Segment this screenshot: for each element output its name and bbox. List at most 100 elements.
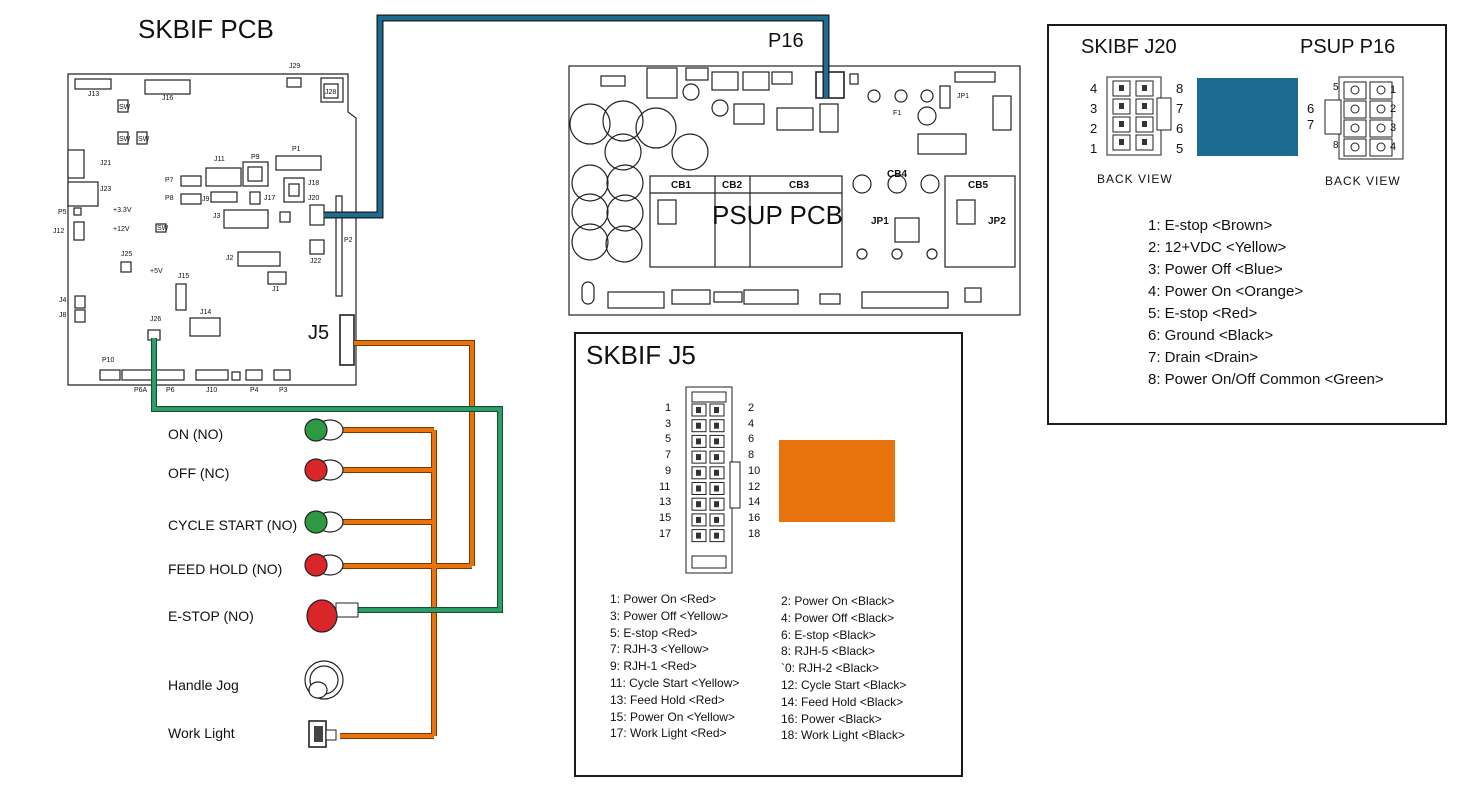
skbif-pin-label: J22 [310,258,322,265]
j5-box [574,332,963,777]
j20-back-view-right: BACK VIEW [1325,174,1401,188]
skbif-pin-label: P6 [166,387,175,394]
j20-box-left-title: SKIBF J20 [1081,36,1177,58]
skbif-pin-label: J14 [200,309,212,316]
j5-legend-item: `0: RJH-2 <Black> [781,661,880,676]
skbif-pin-label: +3.3V [113,207,132,214]
button-off-icon [304,458,344,482]
skbif-pin-label: P6A [134,387,148,394]
j5-legend-item: 14: Feed Hold <Black> [781,694,904,709]
skbif-pin-label: P7 [165,177,174,184]
j5-pin-number: 15 [659,511,672,524]
skbif-pin-label: J8 [59,312,67,319]
j20-legend-item: 5: E-stop <Red> [1148,305,1258,322]
skbif-pin-label: J9 [202,196,210,203]
jp1-small-label: JP1 [957,93,970,100]
skbif-pin-label: P2 [344,237,353,244]
button-cycle-start-icon [304,510,344,534]
j5-pin-number: 8 [748,449,755,462]
skbif-pin-label: P10 [102,357,115,364]
btn-work-light-label: Work Light [168,725,235,741]
skbif-pin-label: J4 [59,297,67,304]
skbif-pin-label: P5 [58,209,67,216]
j5-pin-number: 7 [665,449,672,462]
j5-legend-item: 17: Work Light <Red> [610,726,727,741]
j20-legend: 1: E-stop <Brown> 2: 12+VDC <Yellow> 3: … [1148,215,1384,391]
button-on-icon [304,418,344,442]
j5-legend-left: 1: Power On <Red> 3: Power Off <Yellow> … [610,591,739,742]
j5-pin-number: 18 [748,527,761,540]
p16-pin-number: 1 [1390,84,1397,96]
j5-legend-item: 12: Cycle Start <Black> [781,677,907,692]
skbif-pin-label: J28 [325,89,337,96]
skbif-pin-label: J20 [308,195,320,202]
j5-pin-number: 4 [748,417,755,430]
j5-pin-number: 14 [748,496,761,509]
btn-on-label: ON (NO) [168,426,224,442]
j5-pin-number: 13 [659,496,672,509]
j20-pin-number: 4 [1090,81,1098,96]
skbif-pin-label: J13 [88,91,100,98]
btn-estop-label: E-STOP (NO) [168,608,254,624]
j5-pin-number: 3 [665,417,672,430]
j5-legend-item: 4: Power Off <Black> [781,610,895,625]
jp1-label: JP1 [871,216,889,227]
j20-legend-item: 3: Power Off <Blue> [1148,261,1283,278]
skbif-pin-label: SW [138,136,150,143]
cb5-label: CB5 [968,180,989,191]
j5-pin-number: 2 [748,402,755,414]
handle-jog-icon [304,660,344,700]
j5-legend-item: 8: RJH-5 <Black> [781,644,876,659]
btn-cycle-start-label: CYCLE START (NO) [168,517,298,533]
j20-legend-item: 6: Ground <Black> [1148,327,1274,344]
skbif-pin-label: J23 [100,186,112,193]
cb3-label: CB3 [789,180,810,191]
j20-legend-item: 2: 12+VDC <Yellow> [1148,239,1287,256]
skbif-pin-label: J25 [121,251,133,258]
j5-legend-item: 2: Power On <Black> [781,594,895,608]
skbif-pin-label: P1 [292,146,301,153]
j5-pin-number: 9 [665,464,672,477]
skbif-pin-label: J12 [53,228,65,235]
f1-label: F1 [893,110,902,117]
skbif-pin-label: +12V [113,226,130,233]
j5-legend-item: 18: Work Light <Black> [781,728,905,743]
p16-pin-number: 6 [1307,101,1315,116]
skbif-pin-label: J3 [213,213,221,220]
j20-pin-number: 5 [1176,141,1184,156]
j5-legend-item: 6: E-stop <Black> [781,627,876,642]
j5-box-title: SKBIF J5 [586,340,696,370]
skbif-pin-label: P8 [165,195,174,202]
j20-pin-number: 2 [1090,121,1098,136]
p16-pin-number: 3 [1390,122,1397,134]
skbif-pin-label: J16 [162,95,174,102]
p16-pin-number: 4 [1390,141,1397,153]
j5-pin-number: 16 [748,511,761,524]
psup-pcb-title: PSUP PCB [712,200,844,230]
cb1-label: CB1 [671,180,692,191]
j5-label: J5 [308,322,330,344]
j20-box-right-title: PSUP P16 [1300,36,1396,58]
j5-legend-item: 5: E-stop <Red> [610,625,698,640]
j20-color-swatch [1197,78,1298,156]
j5-pin-number: 11 [659,480,671,493]
j5-legend-item: 7: RJH-3 <Yellow> [610,642,709,657]
button-feed-hold-icon [304,553,344,577]
p16-pin-number: 7 [1307,117,1315,132]
p16-pin-number: 5 [1333,82,1339,93]
j5-legend-item: 9: RJH-1 <Red> [610,659,697,674]
j5-legend-item: 15: Power On <Yellow> [610,709,735,724]
estop-button-icon [306,599,359,633]
skbif-pin-label: J10 [206,387,218,394]
skbif-pin-label: J1 [272,286,280,293]
skbif-pin-label: J15 [178,273,190,280]
skbif-pin-label: J17 [264,195,276,202]
j5-legend-right: 2: Power On <Black> 4: Power Off <Black>… [781,593,906,744]
j5-pin-number: 6 [748,433,755,446]
skbif-pin-label: P3 [279,387,288,394]
j5-pin-number: 1 [665,402,672,414]
skbif-pin-label: J2 [226,255,234,262]
skbif-pin-label: J26 [150,316,162,323]
j5-color-swatch [779,440,895,522]
